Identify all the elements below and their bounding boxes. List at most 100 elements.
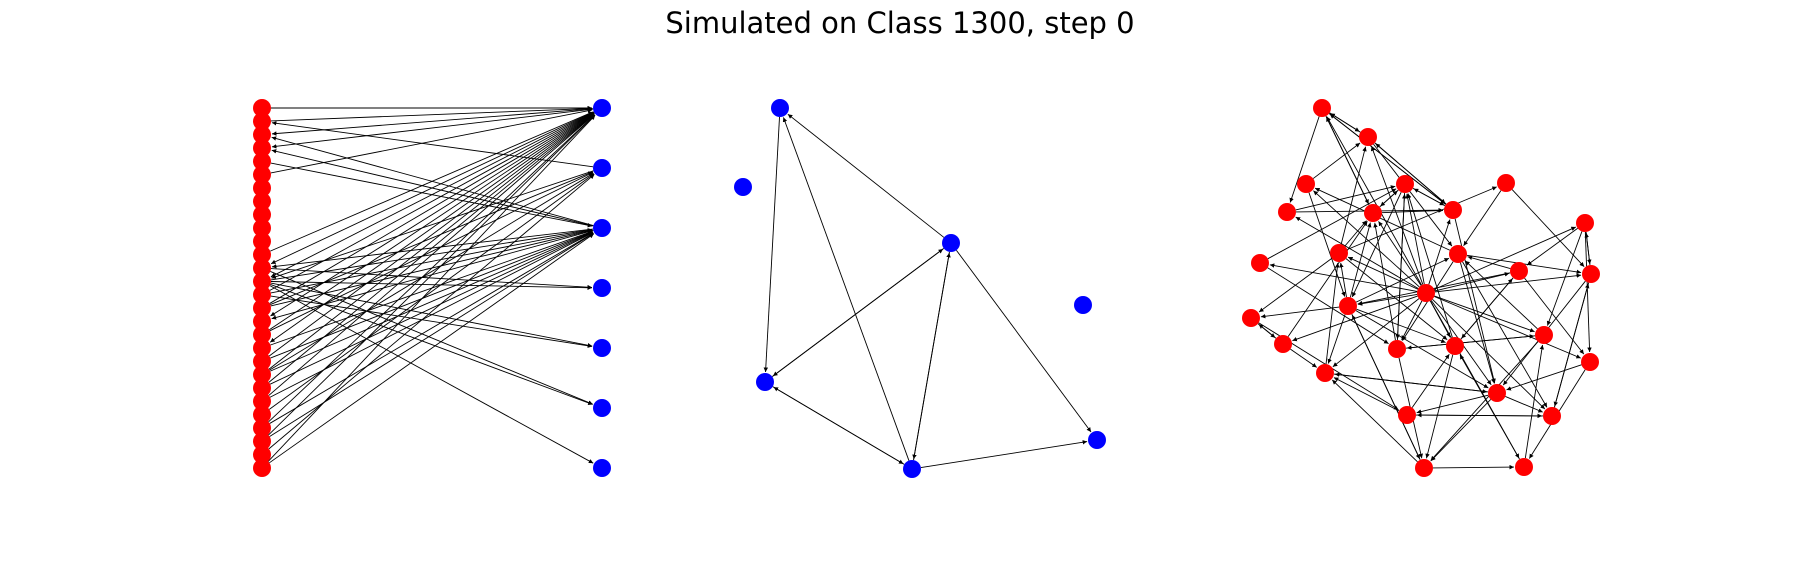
dense-graph-node — [1488, 384, 1506, 402]
left-node — [253, 125, 271, 144]
dense-graph-edge — [1524, 344, 1545, 459]
dense-graph-panel — [1242, 99, 1600, 477]
dense-graph-edge — [1434, 272, 1510, 292]
dense-graph-edge — [1396, 193, 1407, 341]
dense-graph-edge — [1356, 308, 1446, 344]
bipartite-edge — [271, 108, 594, 136]
dense-graph-edge — [1295, 185, 1396, 211]
dense-graph-node — [1446, 337, 1464, 355]
left-node — [253, 325, 271, 344]
dense-graph-edge — [1312, 142, 1361, 179]
bipartite-edge — [268, 113, 595, 357]
left-node — [253, 379, 271, 397]
left-node — [253, 152, 271, 171]
dense-graph-edge — [1584, 231, 1592, 353]
dense-graph-edge — [1416, 394, 1489, 414]
dense-graph-edge — [1332, 298, 1420, 368]
bipartite-edge — [271, 170, 594, 279]
dense-graph-edge — [1347, 186, 1497, 250]
dense-graph-edge — [1351, 191, 1402, 298]
bipartite-edge — [270, 230, 593, 346]
dense-graph-node — [1581, 353, 1599, 371]
dense-graph-edge — [1407, 193, 1453, 338]
small-graph-node — [1074, 296, 1092, 314]
small-graph-edge — [763, 116, 780, 373]
dense-graph-edge — [1340, 146, 1367, 245]
small-graph-node — [1088, 431, 1106, 449]
small-graph-edge — [920, 440, 1088, 469]
left-node — [253, 445, 271, 464]
figure-title: Simulated on Class 1300, step 0 — [665, 6, 1135, 40]
left-node — [253, 272, 271, 291]
bipartite-edge — [271, 228, 594, 269]
dense-graph-edge — [1434, 296, 1581, 359]
dense-graph-node — [1297, 175, 1315, 193]
dense-graph-node — [1274, 335, 1292, 353]
dense-graph-edge — [1373, 222, 1396, 341]
bipartite-edge — [270, 231, 593, 372]
dense-graph-node — [1330, 244, 1348, 262]
dense-graph-edge — [1464, 260, 1538, 330]
dense-graph-edge — [1526, 227, 1578, 266]
bipartite-edge — [269, 285, 594, 464]
left-node — [253, 192, 271, 211]
bipartite-edge — [269, 231, 594, 385]
bipartite-edge — [269, 233, 595, 464]
dense-graph-edge — [1460, 278, 1513, 340]
dense-graph-edge — [1330, 112, 1361, 133]
left-node — [253, 392, 271, 411]
dense-graph-edge — [1314, 187, 1451, 251]
left-node — [253, 352, 271, 371]
dense-graph-edge — [1325, 116, 1370, 206]
dense-graph-edge — [1289, 116, 1320, 203]
dense-graph-edge — [1370, 146, 1424, 285]
dense-graph-edge — [1506, 364, 1582, 391]
bipartite-edge — [270, 271, 593, 405]
right-node — [593, 219, 611, 237]
left-node — [253, 459, 271, 477]
dense-graph-node — [1576, 214, 1594, 232]
left-node — [253, 165, 271, 184]
dense-graph-edge — [1524, 277, 1585, 355]
dense-graph-edge — [1553, 283, 1590, 408]
dense-graph-edge — [1432, 464, 1515, 470]
dense-graph-node — [1510, 262, 1528, 280]
dense-graph-edge — [1355, 257, 1450, 303]
dense-graph-node — [1242, 309, 1260, 327]
small-graph-node — [734, 178, 752, 196]
dense-graph-node — [1278, 203, 1296, 221]
dense-graph-edge — [1584, 232, 1591, 266]
right-node — [593, 459, 611, 477]
dense-graph-node — [1535, 326, 1553, 344]
dense-graph-edge — [1333, 377, 1400, 412]
dense-graph-edge — [1339, 262, 1347, 298]
dense-graph-node — [1316, 364, 1334, 382]
dense-graph-edge — [1459, 262, 1496, 384]
dense-graph-edge — [1357, 294, 1418, 306]
dense-graph-edge — [1344, 220, 1367, 247]
dense-graph-edge — [1345, 258, 1448, 341]
dense-graph-edge — [1287, 220, 1368, 337]
left-node — [253, 179, 271, 197]
dense-graph-edge — [1546, 231, 1583, 326]
dense-graph-edge — [1378, 221, 1422, 286]
dense-graph-edge — [1459, 354, 1520, 460]
bipartite-graph-panel — [253, 99, 611, 477]
dense-graph-node — [1313, 99, 1331, 117]
left-node — [253, 205, 271, 224]
dense-graph-edge — [1331, 379, 1418, 463]
dense-graph-edge — [1373, 143, 1453, 247]
dense-graph-edge — [1295, 216, 1419, 289]
small-graph-edge — [773, 386, 905, 465]
left-node — [253, 99, 271, 117]
dense-graph-edge — [1327, 314, 1346, 364]
left-node — [253, 259, 271, 277]
right-node — [593, 399, 611, 417]
dense-graph-edge — [1415, 413, 1543, 419]
left-node — [253, 365, 271, 384]
dense-graph-node — [1497, 174, 1515, 192]
bipartite-edge — [270, 231, 593, 359]
left-node — [253, 139, 271, 157]
dense-graph-edge — [1434, 295, 1535, 333]
